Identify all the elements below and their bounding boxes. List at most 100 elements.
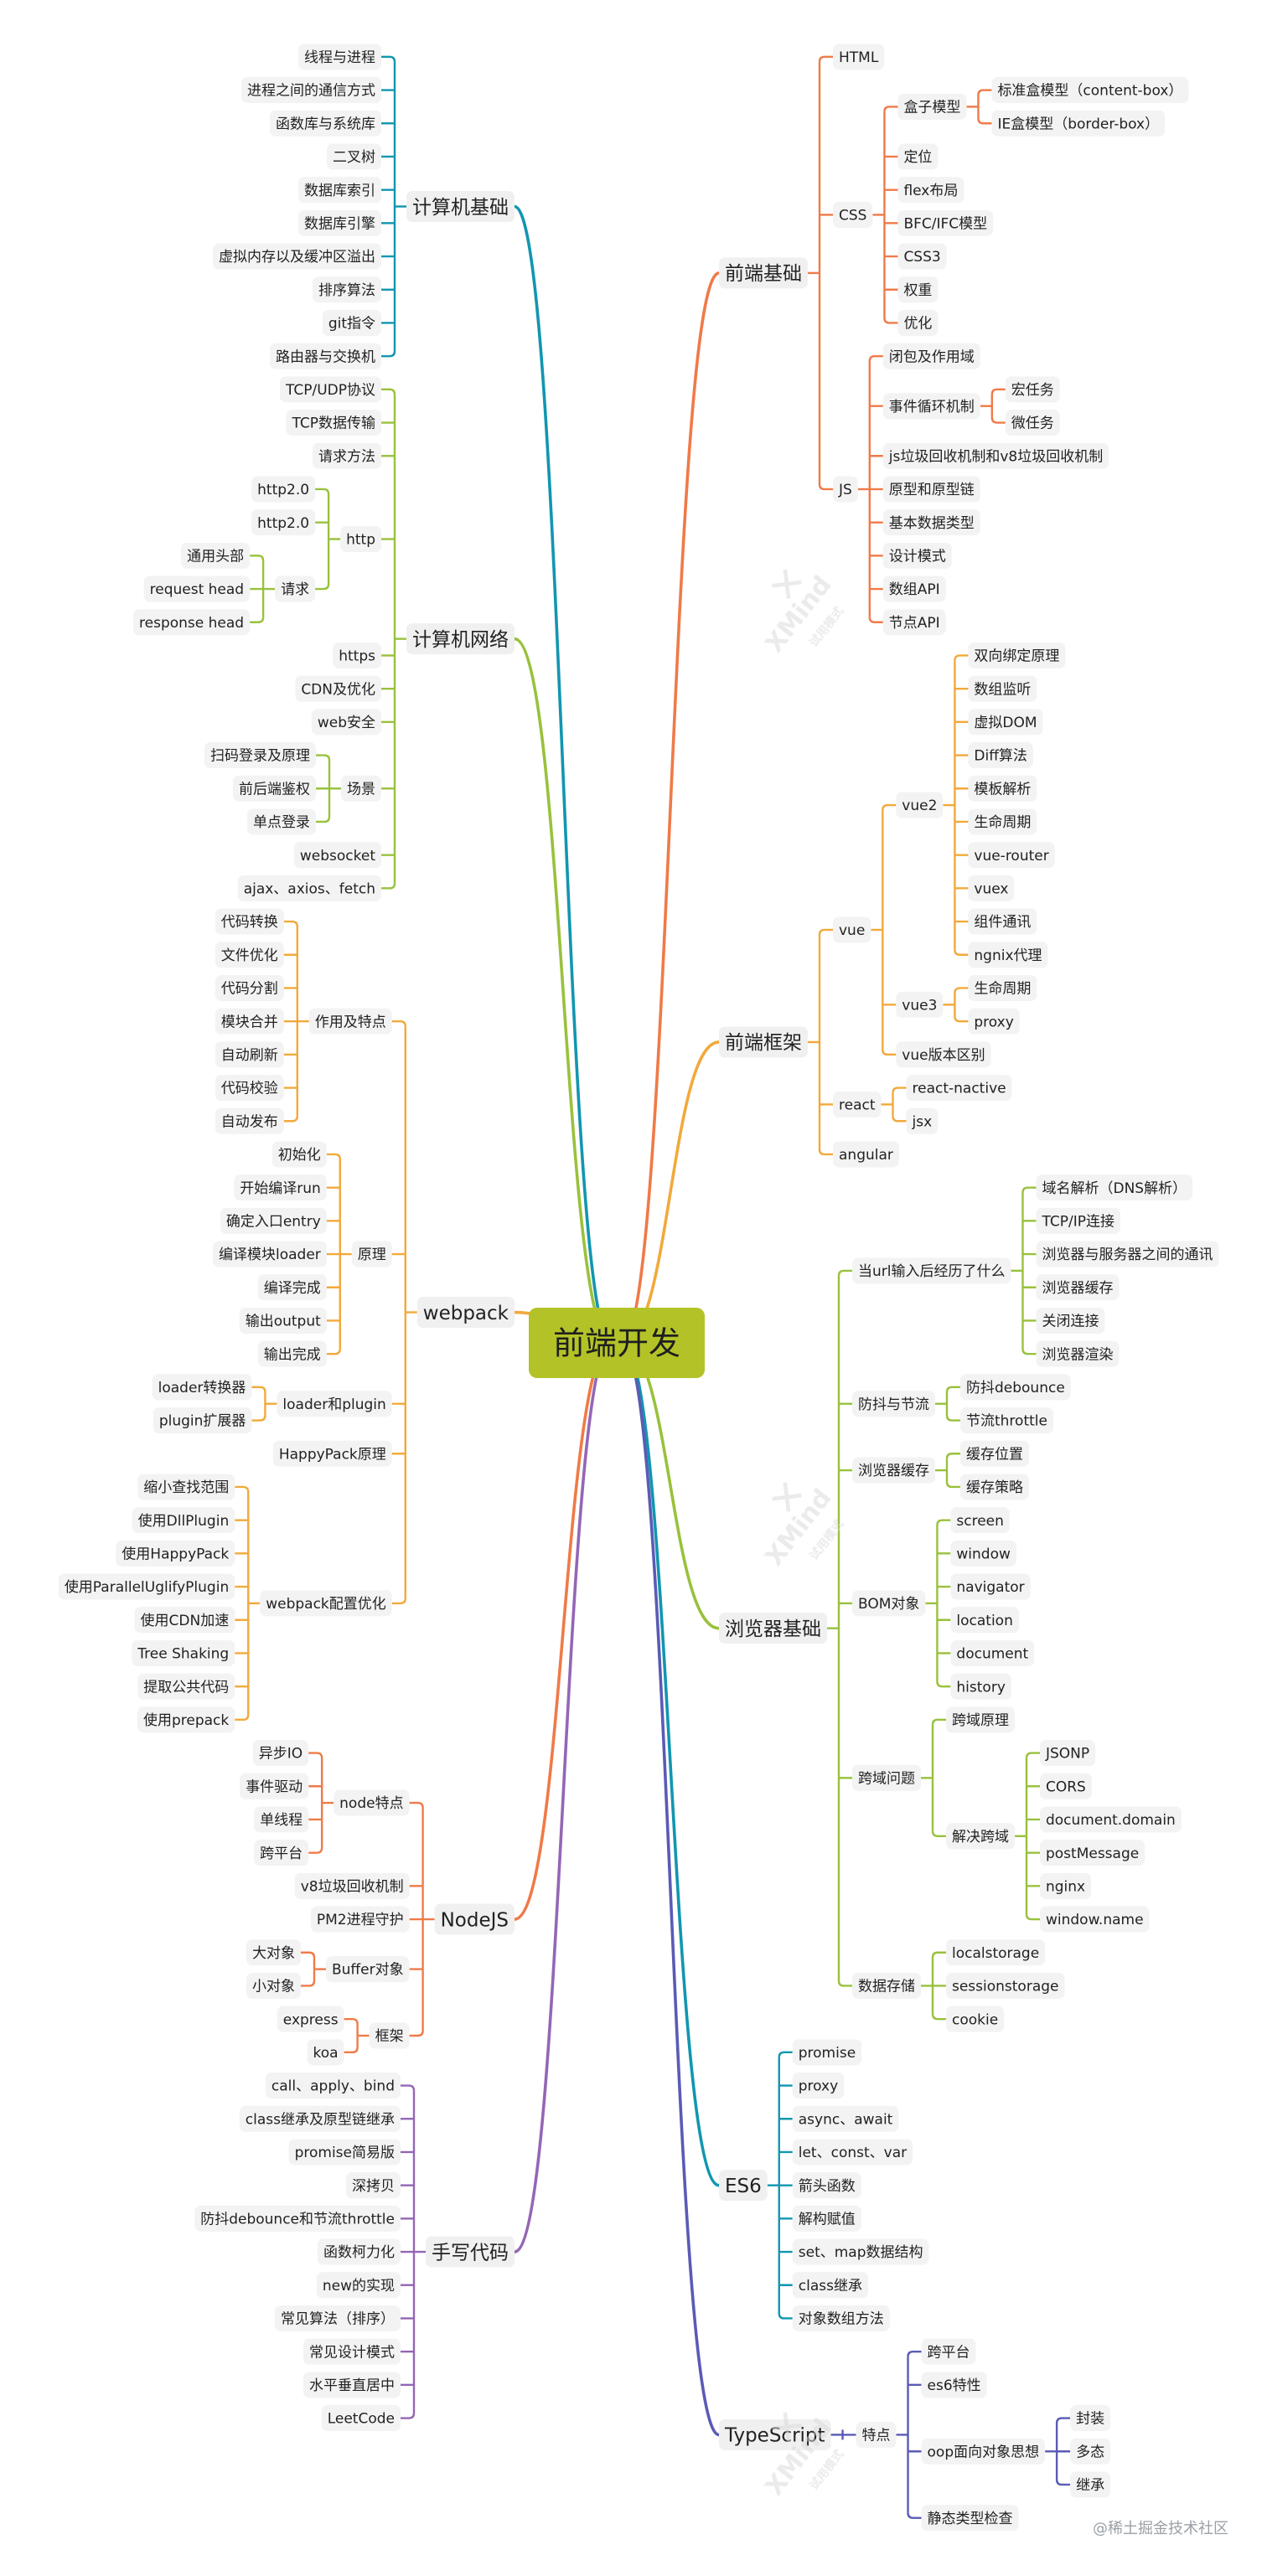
mindmap-node[interactable]: 组件通讯 [968,908,1037,935]
mindmap-node[interactable]: 解构赋值 [792,2205,861,2232]
mindmap-node[interactable]: 微任务 [1005,410,1060,436]
mindmap-node[interactable]: 关闭连接 [1036,1307,1105,1334]
mindmap-node[interactable]: CORS [1039,1773,1092,1799]
mindmap-node[interactable]: http2.0 [251,509,316,536]
mindmap-node[interactable]: class继承及原型链继承 [239,2105,401,2132]
mindmap-node[interactable]: 开始编译run [234,1174,327,1201]
mindmap-node[interactable]: 前后端鉴权 [233,775,317,802]
mindmap-node[interactable]: 域名解析（DNS解析） [1036,1174,1193,1201]
mindmap-node[interactable]: 单点登录 [247,808,317,835]
mindmap-node[interactable]: nginx [1039,1872,1092,1899]
mindmap-node[interactable]: 输出output [239,1307,327,1334]
mindmap-node[interactable]: 小对象 [246,1972,301,1999]
mindmap-node[interactable]: 静态类型检查 [921,2505,1019,2532]
mindmap-node[interactable]: 生命周期 [968,808,1037,835]
mindmap-node[interactable]: 使用CDN加速 [134,1607,235,1634]
mindmap-node[interactable]: 箭头函数 [792,2172,861,2199]
mindmap-node[interactable]: 事件循环机制 [882,393,980,420]
mindmap-node[interactable]: 自动刷新 [215,1041,284,1068]
mindmap-node[interactable]: 作用及特点 [308,1008,392,1035]
mindmap-node[interactable]: TCP数据传输 [286,410,381,436]
mindmap-node[interactable]: 场景 [341,775,381,802]
mindmap-node[interactable]: 使用DllPlugin [132,1507,235,1534]
mindmap-node[interactable]: 大对象 [246,1939,301,1966]
mindmap-node[interactable]: 请求 [275,576,316,602]
mindmap-node[interactable]: IE盒模型（border-box） [991,110,1166,137]
mindmap-node[interactable]: 标准盒模型（content-box） [991,77,1189,104]
mindmap-node[interactable]: history [950,1673,1011,1700]
main-topic[interactable]: ES6 [719,2170,768,2202]
mindmap-node[interactable]: 代码转换 [215,908,284,935]
mindmap-node[interactable]: 原型和原型链 [882,476,980,503]
mindmap-node[interactable]: 使用ParallelUglifyPlugin [58,1573,235,1600]
mindmap-node[interactable]: 初始化 [272,1141,327,1168]
mindmap-node[interactable]: navigator [950,1573,1031,1600]
mindmap-node[interactable]: 防抖debounce和节流throttle [194,2205,401,2232]
mindmap-node[interactable]: vue2 [896,792,944,818]
mindmap-node[interactable]: 水平垂直居中 [303,2372,401,2398]
mindmap-node[interactable]: 权重 [897,276,939,303]
mindmap-node[interactable]: loader和plugin [277,1391,392,1417]
mindmap-node[interactable]: 防抖与节流 [852,1391,935,1417]
mindmap-node[interactable]: 节流throttle [959,1407,1053,1434]
mindmap-node[interactable]: 函数库与系统库 [270,110,381,137]
mindmap-node[interactable]: 设计模式 [882,542,952,569]
mindmap-node[interactable]: js垃圾回收机制和v8垃圾回收机制 [882,442,1109,469]
main-topic[interactable]: 手写代码 [426,2236,515,2268]
mindmap-node[interactable]: CDN及优化 [295,675,381,702]
mindmap-node[interactable]: promise [792,2039,862,2066]
main-topic[interactable]: 计算机基础 [406,191,515,222]
mindmap-node[interactable]: 虚拟DOM [968,709,1043,736]
mindmap-node[interactable]: 优化 [897,309,939,336]
mindmap-node[interactable]: async、await [792,2105,899,2132]
mindmap-node[interactable]: 代码校验 [215,1075,284,1102]
mindmap-node[interactable]: 宏任务 [1005,376,1060,403]
mindmap-node[interactable]: 深拷贝 [346,2172,401,2199]
mindmap-node[interactable]: 数组API [882,576,946,602]
mindmap-node[interactable]: PM2进程守护 [310,1906,410,1933]
mindmap-node[interactable]: react [833,1091,882,1118]
mindmap-node[interactable]: set、map数据结构 [792,2238,929,2265]
mindmap-node[interactable]: proxy [968,1008,1020,1035]
mindmap-node[interactable]: Diff算法 [968,742,1033,769]
mindmap-node[interactable]: 模块合并 [215,1008,284,1035]
mindmap-node[interactable]: 二叉树 [327,143,381,170]
main-topic[interactable]: webpack [416,1297,515,1329]
mindmap-node[interactable]: cookie [945,2006,1005,2032]
mindmap-node[interactable]: 编译完成 [257,1274,327,1301]
main-topic[interactable]: NodeJS [434,1903,515,1935]
mindmap-node[interactable]: react-nactive [906,1075,1012,1102]
mindmap-node[interactable]: 缩小查找范围 [137,1474,235,1500]
mindmap-node[interactable]: web安全 [311,709,381,736]
main-topic[interactable]: 计算机网络 [406,623,515,655]
mindmap-node[interactable]: 进程之间的通信方式 [241,77,381,104]
mindmap-node[interactable]: localstorage [945,1939,1046,1966]
mindmap-node[interactable]: git指令 [322,309,381,336]
mindmap-node[interactable]: proxy [792,2073,845,2099]
mindmap-node[interactable]: document [950,1639,1035,1666]
mindmap-node[interactable]: 框架 [369,2022,410,2049]
mindmap-node[interactable]: window.name [1039,1906,1150,1933]
mindmap-node[interactable]: Tree Shaking [132,1639,235,1666]
mindmap-node[interactable]: plugin扩展器 [153,1407,252,1434]
mindmap-node[interactable]: 双向绑定原理 [968,642,1066,669]
mindmap-node[interactable]: 数据库索引 [298,177,381,204]
mindmap-node[interactable]: promise简易版 [288,2139,401,2166]
mindmap-node[interactable]: 使用prepack [137,1706,235,1733]
mindmap-node[interactable]: response head [133,609,251,636]
main-topic[interactable]: 浏览器基础 [719,1613,827,1644]
mindmap-node[interactable]: 缓存策略 [959,1474,1029,1500]
mindmap-node[interactable]: TCP/IP连接 [1036,1207,1120,1234]
mindmap-node[interactable]: es6特性 [921,2372,987,2398]
mindmap-node[interactable]: 跨域原理 [945,1706,1015,1733]
mindmap-node[interactable]: vue版本区别 [896,1041,991,1068]
mindmap-node[interactable]: BFC/IFC模型 [897,209,994,236]
mindmap-node[interactable]: ngnix代理 [968,942,1048,968]
mindmap-node[interactable]: HappyPack原理 [272,1440,392,1467]
mindmap-node[interactable]: 数据库引擎 [298,209,381,236]
mindmap-node[interactable]: JS [833,476,858,503]
mindmap-node[interactable]: CSS [833,201,873,228]
mindmap-node[interactable]: 线程与进程 [298,44,381,70]
mindmap-node[interactable]: 对象数组方法 [792,2305,890,2331]
mindmap-node[interactable]: BOM对象 [852,1590,926,1617]
